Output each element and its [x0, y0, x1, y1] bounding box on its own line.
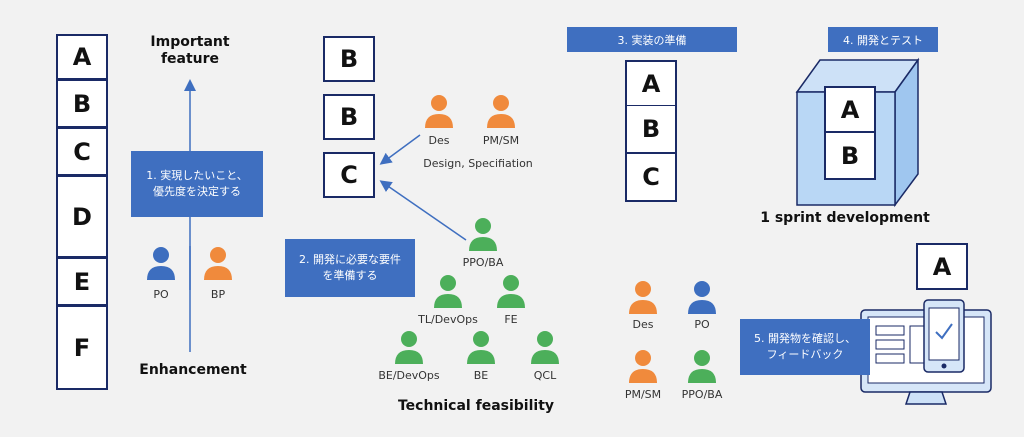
person-icon-pmsm: [487, 95, 515, 128]
prep-box-b1: B: [323, 36, 375, 82]
step1-line1: 1. 実現したいこと、: [146, 169, 248, 182]
design-caption: Design, Specifiation: [423, 157, 533, 170]
step3-box-c: C: [625, 153, 677, 202]
person-label-pmsm: PM/SM: [482, 134, 520, 147]
person-label-review-pmsm: PM/SM: [624, 388, 662, 401]
person-icon-review-des: [629, 281, 657, 314]
person-label-review-des: Des: [632, 318, 654, 331]
important-label-line2: feature: [160, 51, 220, 67]
prep-box-c: C: [323, 152, 375, 198]
step4-caption: 1 sprint development: [760, 210, 930, 226]
person-icon-be: [467, 331, 495, 364]
person-label-review-ppoba: PPO/BA: [681, 388, 723, 401]
person-label-be: BE: [473, 369, 489, 382]
person-icon-des: [425, 95, 453, 128]
important-label-line1: Important: [150, 34, 230, 50]
prep-box-b2: B: [323, 94, 375, 140]
person-label-po: PO: [153, 288, 169, 301]
person-label-review-po: PO: [694, 318, 710, 331]
step5-box-a: A: [916, 243, 968, 290]
person-label-bp: BP: [210, 288, 226, 301]
person-icon-bp: [204, 247, 232, 280]
step5-line2: フィードバック: [766, 348, 844, 361]
person-label-fe: FE: [504, 313, 518, 326]
person-icon-ppoba: [469, 218, 497, 251]
person-icon-review-po: [688, 281, 716, 314]
step1-line2: 優先度を決定する: [153, 185, 241, 198]
person-icon-fe: [497, 275, 525, 308]
design-arrow: [379, 134, 421, 165]
person-icon-qcl: [531, 331, 559, 364]
person-icon-tldevops: [434, 275, 462, 308]
priority-cell-c: C: [56, 128, 108, 176]
person-icon-po: [147, 247, 175, 280]
person-icon-review-pmsm: [629, 350, 657, 383]
step1-callout: 1. 実現したいこと、 優先度を決定する: [131, 151, 263, 217]
priority-cell-d: D: [56, 176, 108, 258]
step5-line1: 5. 開発物を確認し、: [754, 332, 856, 345]
step4-box-a: A: [824, 86, 876, 133]
person-label-ppoba: PPO/BA: [462, 256, 504, 269]
person-label-des: Des: [428, 134, 450, 147]
priority-cell-b: B: [56, 80, 108, 128]
person-icon-bedevops: [395, 331, 423, 364]
person-label-tldevops: TL/DevOps: [418, 313, 478, 326]
priority-cell-a: A: [56, 34, 108, 80]
priority-cell-f: F: [56, 306, 108, 390]
important-feature-label: Important feature: [148, 34, 232, 68]
person-label-qcl: QCL: [533, 369, 557, 382]
priority-column: A B C D E F: [56, 34, 108, 390]
step4-box-b: B: [824, 132, 876, 180]
step5-callout: 5. 開発物を確認し、 フィードバック: [740, 319, 870, 375]
tech-arrow: [379, 180, 467, 241]
step3-header: 3. 実装の準備: [567, 27, 737, 52]
step2-line1: 2. 開発に必要な要件: [299, 253, 401, 266]
person-label-bedevops: BE/DevOps: [378, 369, 440, 382]
priority-cell-e: E: [56, 258, 108, 306]
step2-callout: 2. 開発に必要な要件 を準備する: [285, 239, 415, 297]
step2-line2: を準備する: [322, 269, 378, 282]
tech-caption: Technical feasibility: [397, 398, 555, 414]
person-icon-review-ppoba: [688, 350, 716, 383]
enhancement-label: Enhancement: [139, 362, 247, 378]
step4-header: 4. 開発とテスト: [828, 27, 938, 52]
